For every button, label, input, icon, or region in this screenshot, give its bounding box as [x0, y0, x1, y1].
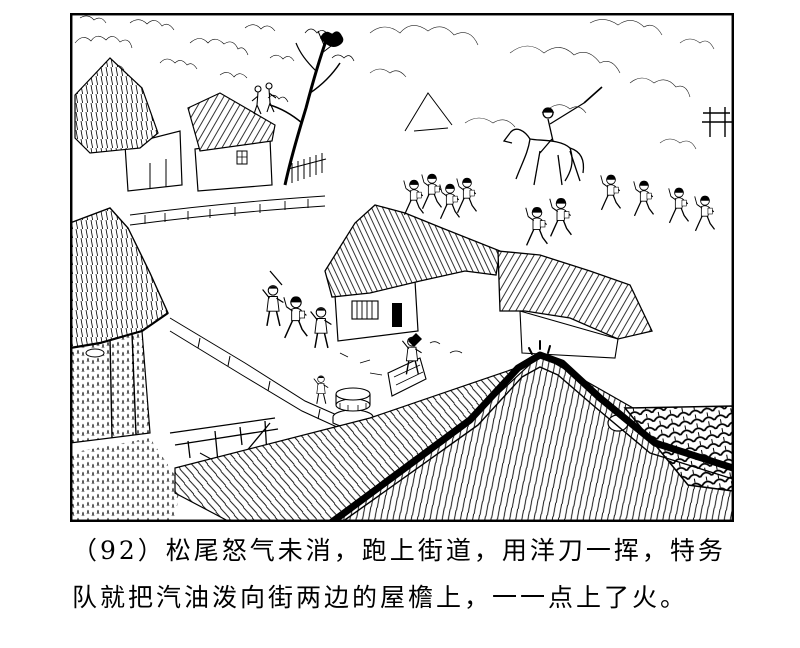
villager	[309, 306, 333, 349]
bucket	[408, 333, 422, 347]
soldier	[668, 187, 690, 224]
soldier	[549, 197, 573, 238]
overturned-cart	[387, 357, 427, 397]
soldier	[421, 173, 443, 210]
villager	[313, 375, 329, 405]
grass-patch	[70, 438, 180, 522]
doorway	[392, 303, 402, 327]
villagers-on-hill	[251, 82, 277, 115]
thatched-house-top-left	[74, 57, 183, 192]
soldier	[694, 195, 716, 232]
window	[236, 150, 248, 165]
thatched-roof-left	[70, 207, 169, 444]
soldier	[600, 174, 622, 211]
fighting-figures	[261, 270, 333, 349]
figure-with-bucket	[387, 333, 427, 397]
soldier	[283, 295, 309, 339]
courtyard-wall	[169, 317, 356, 434]
running-soldiers	[600, 174, 716, 232]
illustration	[70, 13, 734, 522]
window	[351, 300, 379, 320]
illustration-panel	[70, 13, 734, 522]
panel-border	[70, 13, 734, 522]
roof-ridge	[328, 340, 734, 522]
distant-roof	[404, 92, 453, 132]
caption-line-1: （92）松尾怒气未消，跑上街道，用洋刀一挥，特务	[72, 536, 726, 565]
thatched-house-right	[497, 250, 653, 359]
villager-by-millstone	[313, 375, 329, 405]
soldier-group-center	[403, 173, 478, 220]
caption-line-2: 队就把汽油泼向街两边的屋檐上，一一点上了火。	[72, 583, 689, 612]
soldiers-by-house	[525, 197, 573, 247]
soldier	[633, 180, 655, 217]
soldier	[439, 183, 461, 220]
sword	[583, 86, 603, 104]
house-with-window	[187, 92, 276, 192]
pot	[85, 348, 105, 358]
smoke	[369, 19, 715, 150]
fence	[287, 153, 327, 183]
soldier	[456, 177, 478, 214]
villager	[261, 284, 285, 327]
raised-arm	[269, 270, 283, 286]
thatched-house-center	[324, 204, 501, 342]
tree	[267, 28, 355, 186]
stone-wall	[129, 195, 326, 226]
horseman	[502, 86, 603, 186]
caption: （92）松尾怒气未消，跑上街道，用洋刀一挥，特务 队就把汽油泼向街两边的屋檐上，…	[72, 527, 782, 621]
soldier	[525, 206, 549, 247]
signpost	[702, 107, 732, 137]
soldier	[403, 179, 425, 216]
